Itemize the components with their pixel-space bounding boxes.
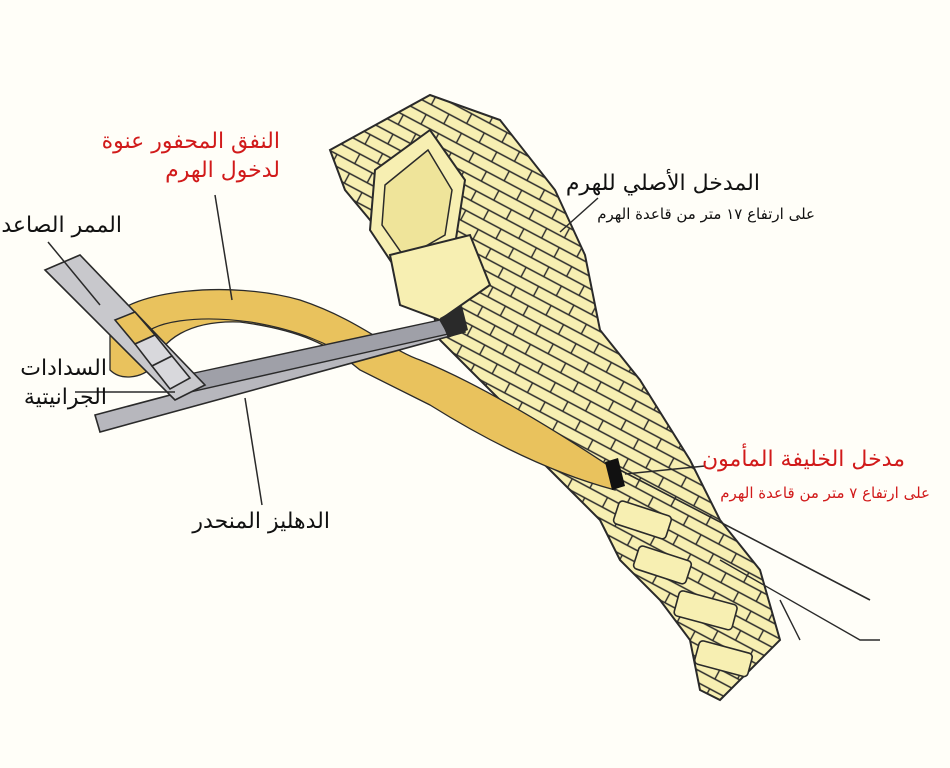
granite-plugs-label: السدادات الجرانيتية [12, 355, 107, 412]
granite-plugs-label-line2: الجرانيتية [23, 384, 107, 410]
ascending-passage-label: الممر الصاعد [1, 213, 122, 238]
forced-tunnel-label-line1: النفق المحفور عنوة [101, 129, 280, 154]
pyramid-masonry [328, 93, 880, 702]
granite-plugs [113, 311, 192, 391]
forced-tunnel-label: النفق المحفور عنوة لدخول الهرم [101, 128, 280, 185]
original-entrance-label: المدخل الأصلي للهرم [565, 171, 760, 196]
leader-lines [47, 194, 706, 506]
original-entrance-height-label: على ارتفاع ١٧ متر من قاعدة الهرم [597, 205, 815, 223]
original-entrance-opening [440, 306, 468, 338]
granite-plugs-label-line1: السدادات [20, 356, 107, 381]
mamun-entrance-opening [605, 458, 625, 490]
forced-tunnel-label-line2: لدخول الهرم [165, 157, 280, 183]
descending-corridor-label: الدهليز المنحدر [192, 509, 330, 534]
mamun-entrance-label: مدخل الخليفة المأمون [702, 447, 905, 472]
mamun-entrance-height-label: على ارتفاع ٧ متر من قاعدة الهرم [720, 484, 930, 502]
